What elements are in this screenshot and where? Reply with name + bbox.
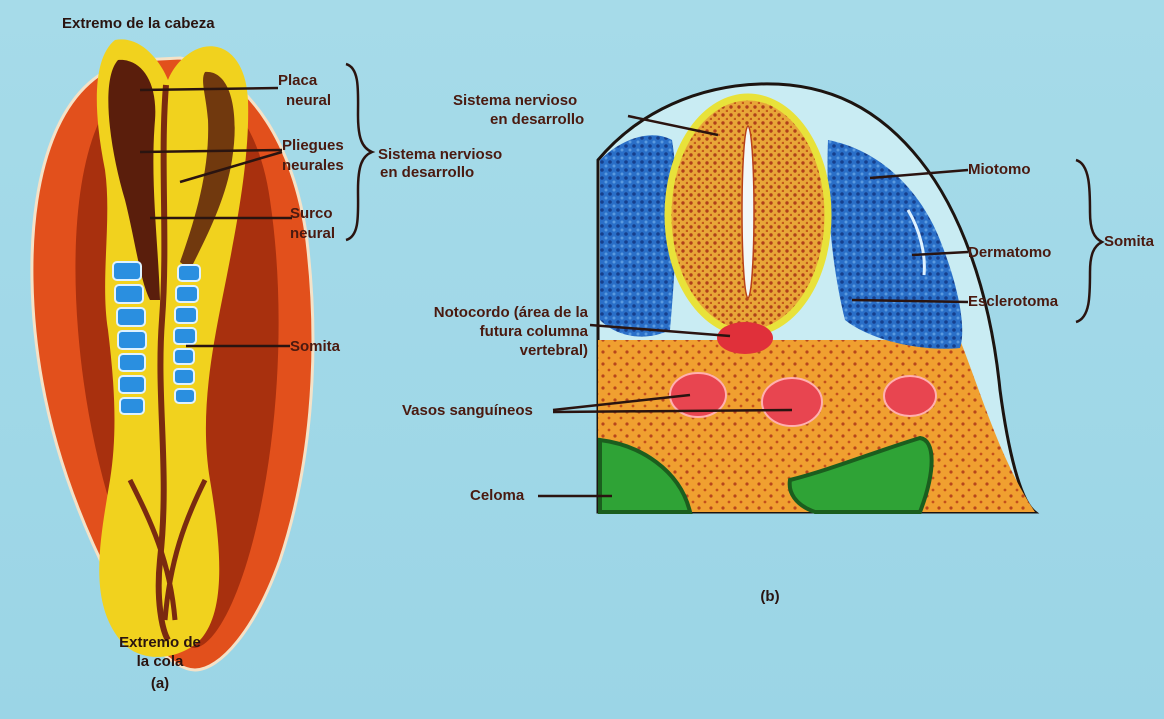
label-pliegues-line1: Pliegues [282,137,344,154]
label-somita-b: Somita [1104,233,1154,250]
somite-left-b [600,135,676,336]
label-sistema-b-line1: Sistema nervioso [453,92,577,109]
label-somita-a: Somita [290,338,340,355]
bracket-a [346,64,372,240]
label-sistema-a-line2: en desarrollo [380,164,474,181]
notochord [717,322,773,354]
label-vasos: Vasos sanguíneos [402,402,533,419]
label-notocordo-line2: futura columna [370,323,588,340]
bracket-b [1076,160,1102,322]
caption-b: (b) [740,588,800,605]
label-notocordo-line3: vertebral) [370,342,588,359]
label-sistema-b-line2: en desarrollo [490,111,584,128]
central-canal [742,126,754,298]
caption-a: (a) [100,675,220,692]
label-placa-neural-line2: neural [286,92,331,109]
label-miotomo: Miotomo [968,161,1030,178]
label-tail-line1: Extremo de [100,634,220,651]
blood-vessel-2 [762,378,822,426]
label-surco-line2: neural [290,225,335,242]
label-celoma: Celoma [470,487,524,504]
label-placa-neural-line1: Placa [278,72,317,89]
label-notocordo-line1: Notocordo (área de la [370,304,588,321]
label-esclerotoma: Esclerotoma [968,293,1058,310]
label-sistema-a-line1: Sistema nervioso [378,146,502,163]
label-tail-line2: la cola [100,653,220,670]
label-pliegues-line2: neurales [282,157,344,174]
label-dermatomo: Dermatomo [968,244,1051,261]
label-surco-line1: Surco [290,205,333,222]
blood-vessel-3 [884,376,936,416]
label-head-end: Extremo de la cabeza [62,15,215,32]
